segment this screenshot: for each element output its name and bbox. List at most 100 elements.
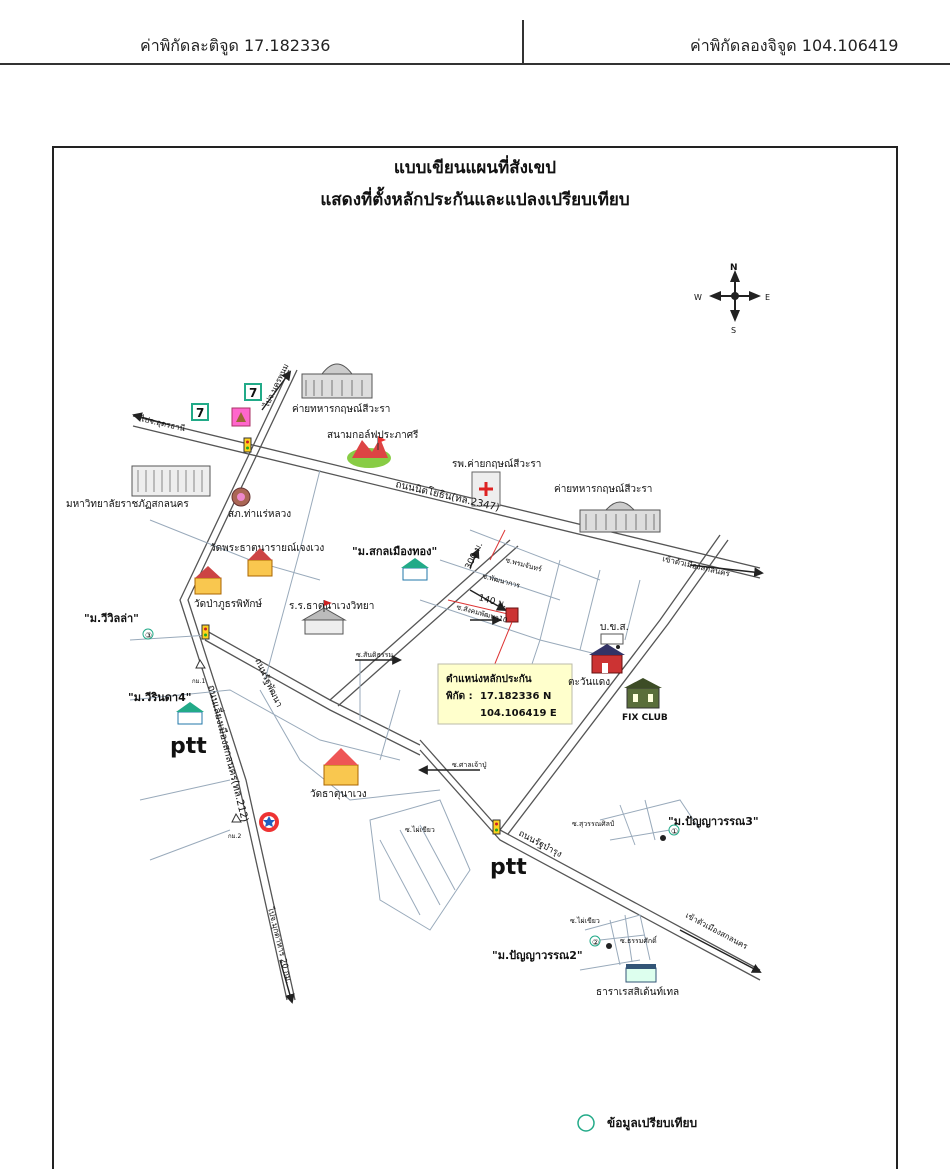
direction-arrows — [132, 370, 764, 1004]
collateral-lat: 17.182336 N — [480, 691, 551, 702]
road-ratphatthana-a — [204, 629, 421, 746]
header-divider — [522, 20, 524, 64]
temple-icon — [247, 548, 273, 577]
dist-line-140 — [447, 599, 513, 616]
label-road-bypass: ถนนเลี่ยงเมืองสกลนคร(ทล.212) — [205, 683, 253, 823]
road-ratbamrung-a — [419, 739, 761, 971]
comparable-1-marker: ① — [668, 824, 680, 836]
label-to-mukdahan: ไปจ.มุกดาหาร 20 กม. — [266, 905, 294, 984]
traffic-light-icon — [201, 624, 210, 640]
label-golf: สนามกอล์ฟประภาศรี — [327, 429, 419, 441]
svg-text:ptt: ptt — [490, 855, 527, 880]
svg-text:กม.1: กม.1 — [192, 678, 205, 685]
collateral-coord-label: พิกัด : — [446, 690, 473, 702]
compass-e: E — [765, 293, 770, 302]
label-university: มหาวิทยาลัยราชภัฏสกลนคร — [66, 499, 189, 510]
building-icon — [625, 964, 657, 983]
svg-text:ptt: ptt — [170, 734, 207, 759]
road-east-a — [499, 534, 721, 831]
comparable-3-marker: ③ — [142, 628, 154, 640]
house-icon — [176, 702, 204, 725]
label-to-town-1: เข้าตัวเมืองสกลนคร — [662, 554, 732, 578]
label-soi-a: ซ.พรมจันทร์ — [504, 556, 542, 573]
legend-circle-icon — [577, 1114, 595, 1132]
label-camp-right: ค่ายทหารกฤษณ์สีวะรา — [554, 483, 652, 495]
label-wat-that-na-weng: วัดธาตุนาเวง — [310, 789, 367, 800]
road-bypass-a — [179, 369, 290, 1001]
legend-label: ข้อมูลเปรียบเทียบ — [607, 1116, 697, 1131]
label-soi-h: ซ.ไผ่เขียว — [570, 916, 600, 925]
label-police: สภ.ท่าแร่หลวง — [228, 509, 291, 520]
label-hospital: รพ.ค่ายกฤษณ์สีวะรา — [452, 458, 541, 470]
club-icon — [624, 678, 662, 709]
label-to-town-2: เข้าตัวเมืองสกลนคร — [684, 911, 750, 952]
svg-text:①: ① — [671, 827, 678, 836]
restaurant-icon — [589, 644, 625, 674]
label-village-wiwilla: "ม.วีวิลล่า" — [84, 612, 139, 625]
label-to-udon: ไปจ.อุดรธานี — [139, 414, 187, 433]
km-post-icon: กม.1 — [192, 658, 206, 685]
comparable-2-marker: ② — [589, 935, 601, 947]
road-nittayo-a — [132, 415, 761, 569]
map-title: แบบเขียนแผนที่สังเขป — [393, 158, 557, 178]
label-camp-top: ค่ายทหารกฤษณ์สีวะรา — [292, 403, 390, 415]
longitude-text: ค่าพิกัดลองจิจูด 104.106419 — [690, 36, 899, 55]
label-fix-club: FIX CLUB — [622, 713, 668, 723]
map-frame — [52, 146, 898, 1169]
road-nittayo-b — [132, 425, 761, 579]
label-soi-g: ซ.สุวรรณศิลป์ — [572, 820, 615, 828]
svg-text:7: 7 — [196, 406, 204, 420]
road-ratphatthana-b — [204, 639, 421, 756]
traffic-light-icon — [243, 437, 252, 453]
label-soi-i: ซ.ธรรมศักดิ์ — [620, 935, 658, 945]
collateral-pointer — [493, 621, 513, 667]
ptt-logo-icon: ptt — [170, 734, 207, 759]
label-soi-b: ซ.พัฒนาการ — [481, 572, 521, 590]
collateral-lon: 104.106419 E — [480, 708, 557, 719]
svg-text:③: ③ — [145, 631, 152, 640]
collateral-title: ตำแหน่งหลักประกัน — [446, 673, 532, 685]
road-diag-b — [337, 545, 519, 707]
legend: ข้อมูลเปรียบเทียบ — [577, 1114, 697, 1132]
compass-w: W — [694, 293, 702, 302]
temple-icon — [194, 566, 222, 595]
school-icon — [301, 600, 347, 635]
label-dist-300: 300 ม. — [464, 541, 486, 571]
collateral-info-box: ตำแหน่งหลักประกัน พิกัด : 17.182336 N 10… — [437, 663, 573, 725]
road-east-b — [507, 539, 729, 835]
comparable-1-point — [660, 835, 666, 841]
dist-line-300 — [489, 529, 506, 561]
seven-eleven-icon: 7 — [191, 403, 209, 421]
latitude-text: ค่าพิกัดละติจูด 17.182336 — [140, 36, 331, 55]
hospital-icon — [471, 471, 501, 507]
road-ratbamrung-b — [419, 749, 761, 981]
caltex-logo-icon — [259, 812, 279, 832]
label-wat-phra-that: วัดพระธาตุนารายณ์เจงเวง — [210, 542, 324, 554]
label-soi-f: ซ.ไผ่เขียว — [405, 825, 435, 834]
coordinates-header: ค่าพิกัดละติจูด 17.182336 ค่าพิกัดลองจิจ… — [0, 0, 950, 64]
seven-eleven-icon: 7 — [244, 383, 262, 401]
ptt-logo-icon: ptt — [490, 855, 527, 880]
compass-n: N — [730, 263, 738, 273]
comparable-2-point — [606, 943, 612, 949]
government-building-icon — [579, 501, 661, 533]
label-village-panya3: "ม.ปัญญาวรรณ3" — [668, 815, 759, 828]
government-building-icon — [301, 363, 373, 399]
police-station-icon — [231, 487, 251, 507]
shrine-icon — [231, 407, 251, 427]
traffic-light-icon — [492, 819, 501, 835]
label-soi-d: ซ.สันติธรรม — [356, 651, 393, 659]
svg-text:กม.2: กม.2 — [228, 833, 241, 840]
label-bks: บ.ข.ส. — [600, 622, 629, 633]
label-village-muang-thong: "ม.สกลเมืองทอง" — [352, 545, 437, 558]
golf-course-icon — [347, 436, 391, 468]
km-post-icon: กม.2 — [228, 812, 242, 840]
label-village-panya2: "ม.ปัญญาวรรณ2" — [492, 949, 583, 962]
university-icon — [131, 465, 211, 497]
label-central: ธาราเรสสิเด้นท์เทล — [596, 986, 679, 998]
label-tawan-daeng: ตะวันแดง — [568, 677, 610, 688]
compass-s: S — [731, 326, 736, 335]
compass-icon: N S E W — [694, 263, 770, 335]
svg-text:②: ② — [592, 938, 599, 947]
